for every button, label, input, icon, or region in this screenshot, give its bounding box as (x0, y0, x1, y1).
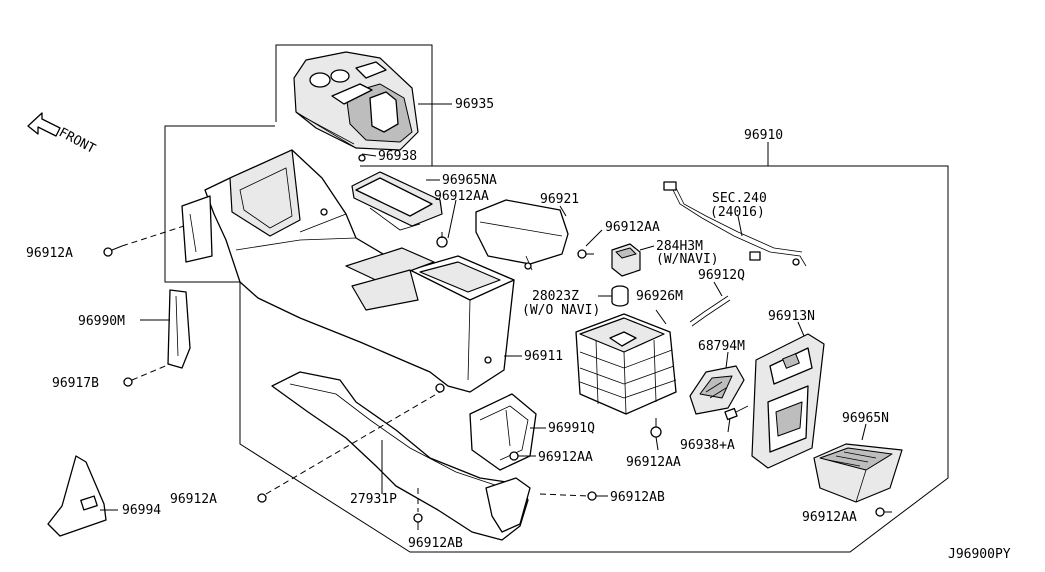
part-label-96917B: 96917B (52, 376, 99, 391)
part-label-96965NA: 96965NA (442, 173, 497, 188)
screw-96912A-left (103, 225, 185, 257)
panel-96913N (751, 333, 825, 469)
screw-96912AA-lower (650, 418, 662, 438)
part-label-68794M: 68794M (698, 339, 745, 354)
module-284H3M (611, 243, 641, 277)
part-label-96910: 96910 (744, 128, 783, 143)
part-label-96935: 96935 (455, 97, 494, 112)
box-96926M (575, 313, 677, 415)
part-label-96913N: 96913N (768, 309, 815, 324)
socket-68794M (689, 365, 745, 415)
part-label-96912AA-right: 96912AA (605, 220, 660, 235)
part-label-96911: 96911 (524, 349, 563, 364)
part-label-96991Q: 96991Q (548, 421, 595, 436)
bracket-96990M (167, 289, 191, 369)
part-label-96912A-bottom: 96912A (170, 492, 217, 507)
frame-lines (164, 44, 949, 553)
part-label-sec240-1: SEC.240 (712, 191, 767, 206)
front-label: FRONT (56, 125, 98, 157)
part-label-96926M: 96926M (636, 289, 683, 304)
harness-sec240 (663, 181, 807, 267)
part-label-96912Q: 96912Q (698, 268, 745, 283)
nut-96917B (123, 363, 171, 387)
armrest-96921 (475, 199, 569, 271)
part-label-96965N: 96965N (842, 411, 889, 426)
bracket-96991Q (469, 393, 537, 471)
part-label-96912AA-top: 96912AA (434, 189, 489, 204)
part-label-96938A: 96938+A (680, 438, 735, 453)
part-label-96994: 96994 (122, 503, 161, 518)
part-label-96938: 96938 (378, 149, 417, 164)
lid-96965NA (351, 171, 443, 231)
wire-96912Q (689, 295, 731, 327)
part-label-96912AB-right: 96912AB (610, 490, 665, 505)
part-label-96912AA-mid: 96912AA (538, 450, 593, 465)
part-label-sec240-2: (24016) (710, 205, 765, 220)
part-label-96990M: 96990M (78, 314, 125, 329)
screw-96912AA-right (577, 249, 594, 259)
part-label-27931P: 27931P (350, 492, 397, 507)
screw-96912AA-mid (509, 451, 519, 461)
tray-96965N (813, 443, 903, 503)
screw-96912AA-br (875, 507, 892, 517)
screw-96912A-bottom (257, 391, 441, 503)
duct-27931P (271, 371, 531, 541)
shift-finisher-96935 (293, 51, 419, 162)
drawing-code: J96900PY (948, 547, 1011, 562)
part-label-28023Z: 28023Z (532, 289, 579, 304)
screw-96912AB-bottom (413, 488, 423, 530)
part-note-28023Z: (W/O NAVI) (522, 303, 600, 318)
screw-96912AB-right (539, 491, 597, 501)
cup-28023Z (611, 285, 629, 307)
part-label-96912A-left: 96912A (26, 246, 73, 261)
part-label-284H3M: 284H3M (656, 239, 703, 254)
clip-96938A (724, 405, 749, 421)
part-label-96921: 96921 (540, 192, 579, 207)
bracket-96994 (47, 455, 107, 537)
side-bracket (181, 195, 213, 263)
part-label-96912AB-bottom: 96912AB (408, 536, 463, 551)
part-label-96912AA-lower: 96912AA (626, 455, 681, 470)
console-body-96911 (204, 149, 515, 393)
part-note-284H3M: (W/NAVI) (656, 252, 719, 267)
screw-96912AA-top (436, 232, 448, 248)
part-label-96912AA-br: 96912AA (802, 510, 857, 525)
front-arrow-icon: FRONT (27, 112, 98, 157)
